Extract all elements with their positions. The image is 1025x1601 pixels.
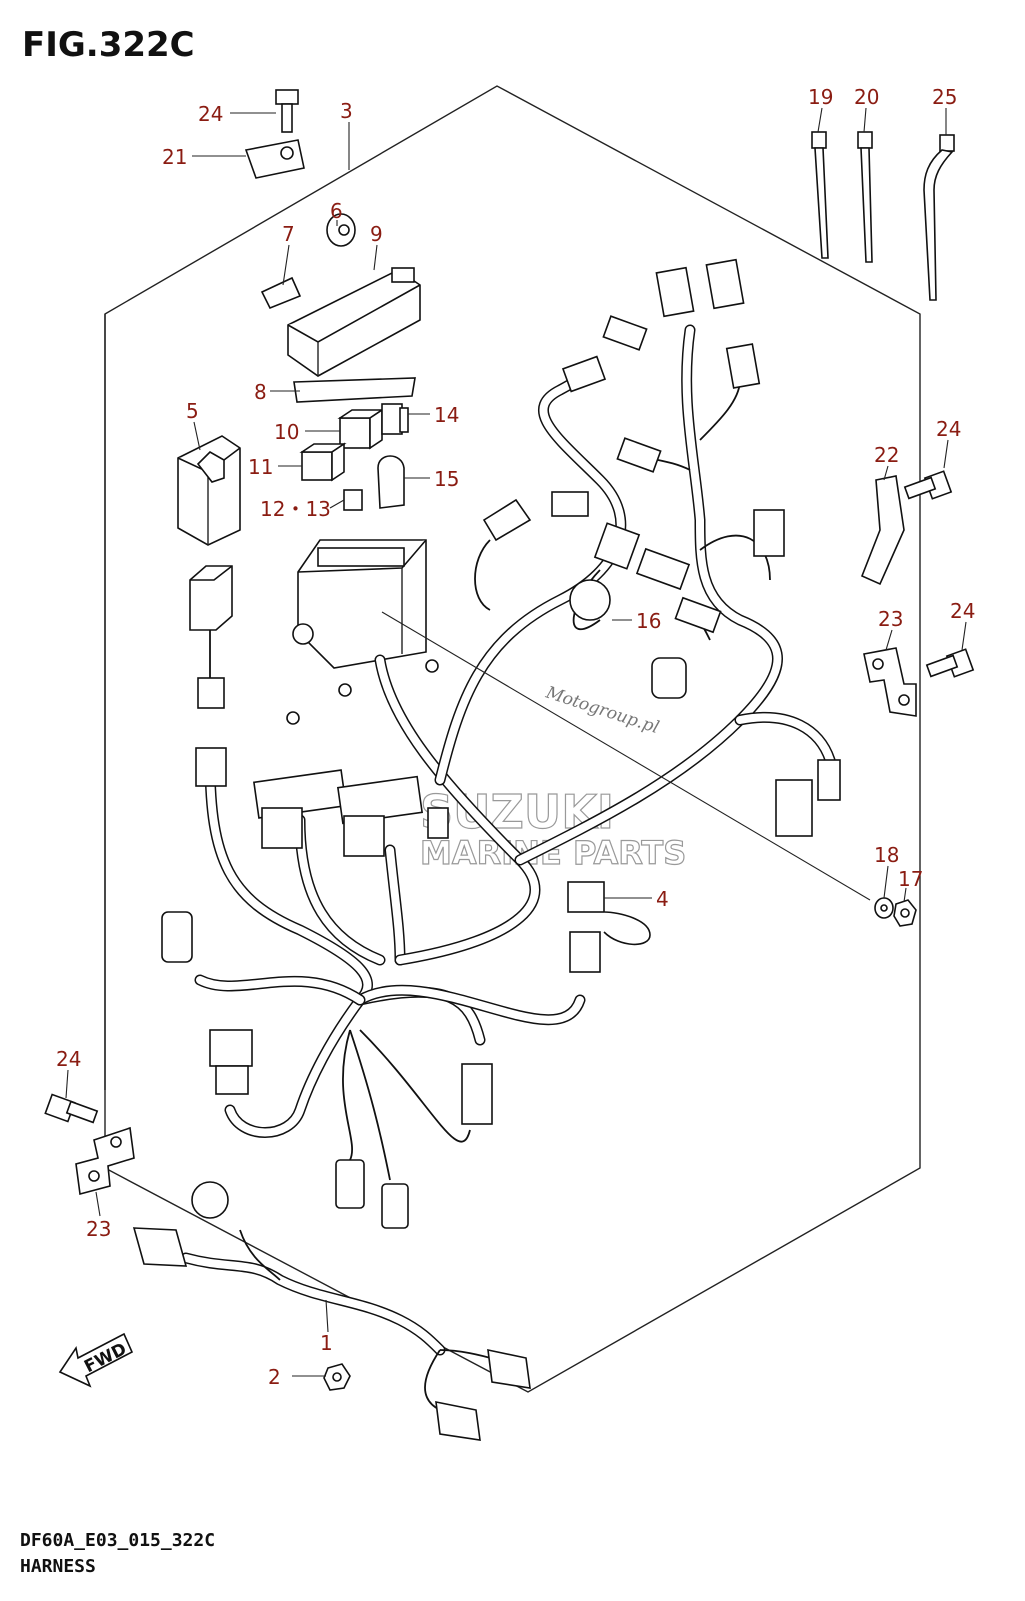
bracket-22: [860, 475, 905, 586]
label-23-right: 23: [878, 607, 903, 631]
label-24-top: 24: [198, 102, 223, 126]
label-14: 14: [434, 403, 459, 427]
label-10: 10: [274, 420, 299, 444]
label-3: 3: [340, 99, 353, 123]
bolt-24-right-top: [903, 470, 953, 500]
label-24-bottom-left: 24: [56, 1047, 81, 1071]
label-15: 15: [434, 467, 459, 491]
leader-lines: [65, 107, 967, 1377]
bracket-23-right: [863, 647, 917, 717]
label-1: 1: [320, 1331, 333, 1355]
bracket-21: [244, 139, 305, 179]
label-4: 4: [656, 887, 669, 911]
washer-18: [874, 897, 894, 919]
grommet-6: [326, 213, 356, 247]
label-21: 21: [162, 145, 187, 169]
label-25: 25: [932, 85, 957, 109]
fuse-12-13: [343, 489, 363, 511]
label-11: 11: [248, 455, 273, 479]
figure-title: FIG.322C: [22, 25, 195, 65]
fuse-box-9: [287, 267, 421, 403]
harness-connectors: [161, 258, 841, 1229]
label-16: 16: [636, 609, 661, 633]
label-24-right-mid: 24: [950, 599, 975, 623]
junction-box: [292, 539, 427, 669]
cable-tie-19: [811, 131, 829, 259]
label-24-right-top: 24: [936, 417, 961, 441]
cap-15: [377, 455, 405, 509]
bolt-24-bottom-left: [44, 1093, 99, 1124]
label-5: 5: [186, 399, 199, 423]
part-labels: 3 24 21 6 7 9 8 5 10 14 11 15 12・13 16 4…: [56, 85, 975, 1389]
bolt-24-right-mid: [925, 648, 975, 678]
stud-leader: [381, 611, 871, 901]
relay-case-5: [177, 435, 241, 546]
bracket-23-left: [75, 1126, 135, 1196]
footer-code: DF60A_E03_015_322C: [20, 1530, 215, 1551]
relay-connector-left: [189, 565, 233, 709]
label-17: 17: [898, 867, 923, 891]
footer-name: HARNESS: [20, 1556, 96, 1577]
bolt-24-top: [275, 89, 299, 133]
watermark-site: Motogroup.pl: [543, 682, 662, 738]
relay-14: [381, 403, 409, 435]
label-18: 18: [874, 843, 899, 867]
label-7: 7: [282, 222, 295, 246]
sub-harness-1: [132, 1181, 531, 1441]
label-6: 6: [330, 199, 343, 223]
fwd-arrow: FWD: [58, 1332, 134, 1388]
cable-tie-25: [923, 134, 955, 301]
main-harness-wires: [194, 324, 836, 1181]
label-22: 22: [874, 443, 899, 467]
nut-2: [323, 1363, 351, 1391]
label-23-left: 23: [86, 1217, 111, 1241]
nut-17: [893, 899, 917, 927]
clip-7: [260, 276, 302, 310]
relay-11: [299, 442, 347, 482]
relay-10: [337, 408, 385, 450]
label-12-13: 12・13: [260, 497, 331, 521]
label-2: 2: [268, 1365, 281, 1389]
cable-tie-20: [857, 131, 873, 263]
label-8: 8: [254, 380, 267, 404]
label-19: 19: [808, 85, 833, 109]
label-9: 9: [370, 222, 383, 246]
label-20: 20: [854, 85, 879, 109]
